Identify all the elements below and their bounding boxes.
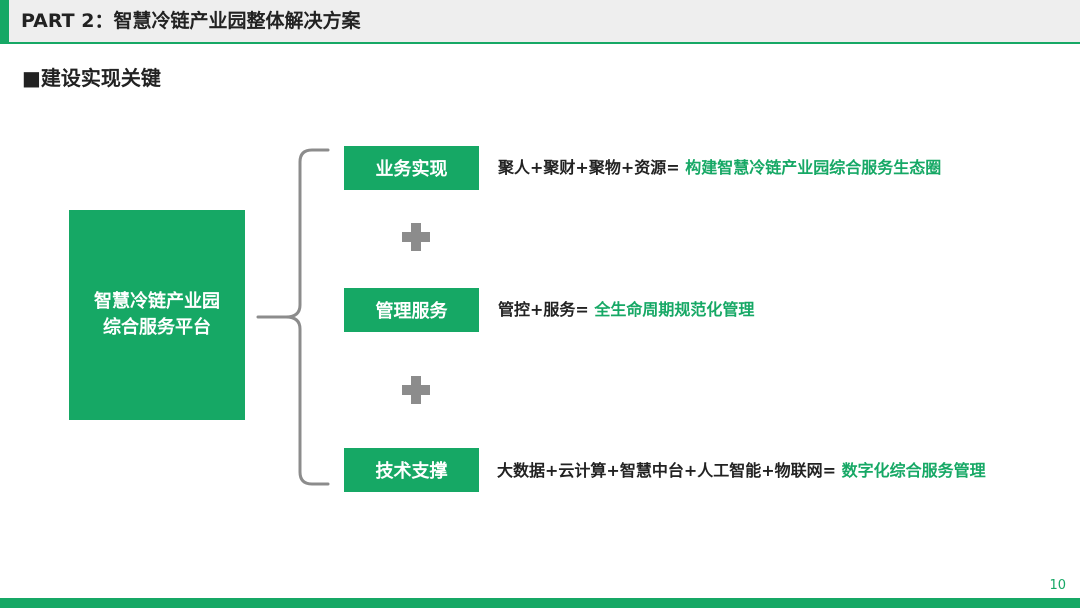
formula-business-terms: 聚人+聚财+聚物+资源= [498,158,686,177]
formula-business-result: 构建智慧冷链产业园综合服务生态圈 [685,158,942,177]
page-number: 10 [1049,578,1066,593]
pillar-management-label: 管理服务 [375,301,448,322]
formula-management-terms: 管控+服务= [498,300,595,319]
formula-technology-terms: 大数据+云计算+智慧中台+人工智能+物联网= [497,461,842,480]
title-underline [0,42,1080,44]
pillar-business-label: 业务实现 [375,159,448,180]
pillar-management: 管理服务 [344,288,479,332]
pillar-technology: 技术支撑 [344,448,479,492]
formula-technology: 大数据+云计算+智慧中台+人工智能+物联网= 数字化综合服务管理 [497,457,986,481]
formula-business: 聚人+聚财+聚物+资源= 构建智慧冷链产业园综合服务生态圈 [498,154,941,178]
plus-icon [400,374,432,406]
platform-box: 智慧冷链产业园 综合服务平台 [69,210,245,420]
title-bar: PART 2：智慧冷链产业园整体解决方案 [0,0,1080,42]
plus-icon [400,221,432,253]
section-heading: ■建设实现关键 [22,66,161,90]
pillar-technology-label: 技术支撑 [375,461,448,482]
platform-label-line2: 综合服务平台 [103,317,211,338]
platform-label-line1: 智慧冷链产业园 [94,291,220,312]
formula-technology-result: 数字化综合服务管理 [841,461,986,480]
page-title: PART 2：智慧冷链产业园整体解决方案 [21,10,361,32]
formula-management: 管控+服务= 全生命周期规范化管理 [498,296,754,320]
pillar-business: 业务实现 [344,146,479,190]
bracket-shape [256,148,330,486]
platform-label: 智慧冷链产业园 综合服务平台 [94,289,220,341]
footer-bar [0,598,1080,608]
formula-management-result: 全生命周期规范化管理 [594,300,755,319]
